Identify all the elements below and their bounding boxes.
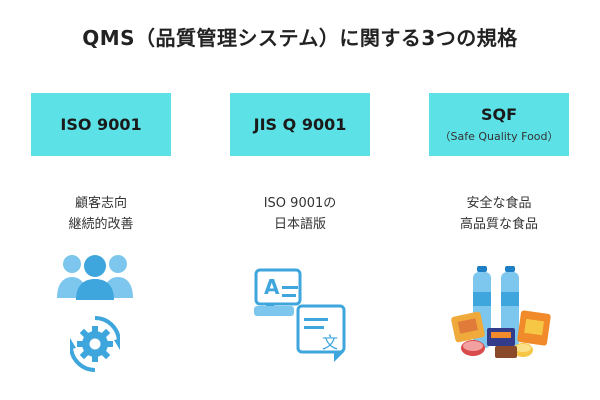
standard-description: ISO 9001の 日本語版 xyxy=(230,193,370,235)
standard-sqf: SQF （Safe Quality Food） 安全な食品 高品質な食品 xyxy=(429,93,569,235)
standard-description: 顧客志向 継続的改善 xyxy=(31,193,171,235)
standard-iso9001: ISO 9001 顧客志向 継続的改善 xyxy=(31,93,171,235)
translation-icon: A 文 xyxy=(254,268,346,362)
standard-subtitle: （Safe Quality Food） xyxy=(439,130,559,143)
standard-name: ISO 9001 xyxy=(60,115,142,134)
standard-box: JIS Q 9001 xyxy=(230,93,370,156)
svg-text:文: 文 xyxy=(322,333,338,352)
team-people-icon xyxy=(57,255,133,300)
standard-name: JIS Q 9001 xyxy=(253,115,347,134)
standard-jisq9001: JIS Q 9001 ISO 9001の 日本語版 xyxy=(230,93,370,235)
description-line: 顧客志向 xyxy=(74,196,127,211)
gear-cycle-icon xyxy=(70,316,120,372)
description-line: 継続的改善 xyxy=(68,217,134,232)
description-line: 安全な食品 xyxy=(466,196,532,211)
description-line: 日本語版 xyxy=(273,217,326,232)
food-products-icon xyxy=(451,266,551,358)
standard-box: SQF （Safe Quality Food） xyxy=(429,93,569,156)
standard-box: ISO 9001 xyxy=(31,93,171,156)
standard-name: SQF xyxy=(480,105,518,124)
description-line: ISO 9001の xyxy=(263,196,337,211)
svg-text:A: A xyxy=(264,275,280,299)
description-line: 高品質な食品 xyxy=(459,217,538,232)
standard-description: 安全な食品 高品質な食品 xyxy=(429,193,569,235)
page-title: QMS（品質管理システム）に関する3つの規格 xyxy=(82,26,518,50)
